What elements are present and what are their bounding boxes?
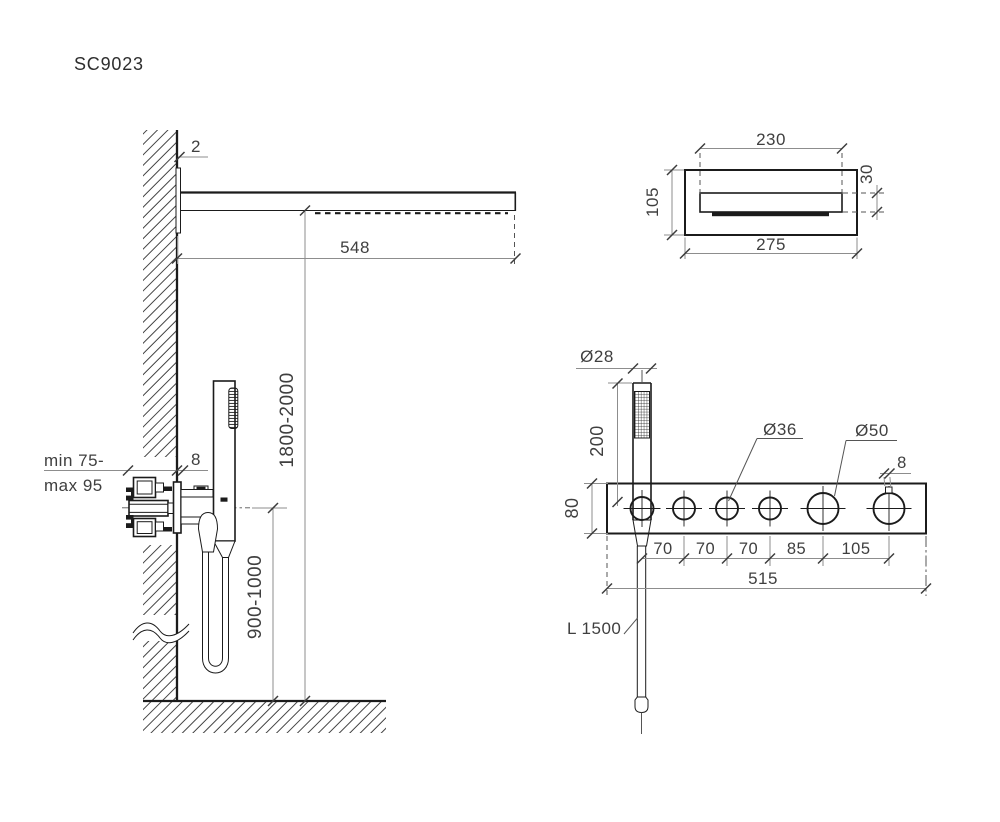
wall-hatch-upper — [143, 130, 177, 457]
dim-knob-large-diameter: Ø50 — [855, 421, 889, 440]
dim-spout-length: 548 — [340, 238, 370, 257]
hand-shower-side — [197, 380, 239, 674]
hand-shower-front — [632, 370, 652, 734]
dim-spacing-3: 70 — [739, 540, 758, 558]
hose-loop-outer — [202, 657, 229, 674]
dim-slot-height: 30 — [857, 164, 876, 184]
spout-front-view: 230 275 105 30 — [643, 130, 884, 260]
hand-shower-holder-ring — [629, 496, 655, 521]
dim-plate-depth: 8 — [191, 450, 201, 469]
panel-knobs — [629, 486, 906, 525]
knurl-grip-side — [228, 387, 239, 429]
hose-end-cap — [634, 696, 649, 714]
dim-hose-length: L 1500 — [567, 619, 621, 638]
dim-spacing-2: 70 — [696, 540, 715, 558]
break-wave-bottom — [132, 629, 190, 644]
dim-plate-thickness: 2 — [191, 137, 201, 156]
waterfall-spout-side — [175, 167, 517, 234]
dim-spacing-5: 105 — [841, 540, 870, 558]
dim-spacing-4: 85 — [787, 540, 806, 558]
dimensions-panel: Ø28 200 80 Ø36 Ø50 8 — [562, 347, 932, 638]
dim-panel-height: 80 — [562, 497, 582, 518]
knob-2 — [715, 496, 739, 521]
break-wave-top — [132, 622, 190, 637]
valve-body-rear — [128, 499, 169, 517]
dim-handle-diameter: Ø28 — [580, 347, 614, 366]
dimensions-side: 2 548 1800-2000 900-1000 min 75- max 95 … — [44, 137, 522, 707]
wall-hatch-mid — [143, 545, 177, 615]
panel-front-view: Ø28 200 80 Ø36 Ø50 8 — [562, 347, 932, 734]
knob-centerlines — [623, 486, 912, 531]
dim-valve-height-range: 900-1000 — [245, 555, 266, 639]
dim-handle-length: 200 — [587, 425, 607, 457]
hose-side — [202, 552, 229, 674]
knurl-grip-front — [634, 391, 650, 439]
spout-body-front — [684, 169, 858, 236]
floor-hatch — [143, 702, 386, 733]
dim-lever-width: 8 — [897, 454, 907, 472]
dim-slot-width: 230 — [756, 130, 786, 149]
knob-1 — [672, 496, 696, 521]
mixer-valve-side — [122, 476, 250, 538]
dim-embed-min: min 75- — [44, 451, 104, 470]
spout-water-slot — [712, 211, 829, 217]
dim-height-range: 1800-2000 — [277, 372, 298, 467]
control-panel-plate — [606, 482, 927, 535]
holder-arm — [180, 489, 214, 498]
hand-shower-handle-front — [632, 382, 652, 520]
knob-4-large — [806, 492, 840, 525]
hose-outlet-cone — [197, 511, 219, 553]
dim-spacing-1: 70 — [653, 540, 672, 558]
drawing-title: SC9023 — [74, 54, 144, 74]
dim-embed-max: max 95 — [44, 476, 103, 495]
wall-hatch-lower — [143, 641, 177, 701]
floor-section — [143, 699, 386, 733]
side-view: 2 548 1800-2000 900-1000 min 75- max 95 … — [44, 130, 522, 733]
spout-wall-plate — [175, 167, 181, 234]
valve-trim-plate — [172, 481, 182, 534]
dim-body-width: 275 — [756, 235, 786, 254]
dim-knob-small-diameter: Ø36 — [763, 420, 797, 439]
knob-lever-tab — [885, 486, 893, 494]
wall-section — [132, 130, 190, 701]
hose-loop-inner — [208, 657, 223, 667]
dim-body-height: 105 — [643, 187, 662, 217]
dim-panel-width: 515 — [748, 569, 778, 588]
knob-3 — [758, 496, 782, 521]
handle-taper — [212, 540, 236, 558]
